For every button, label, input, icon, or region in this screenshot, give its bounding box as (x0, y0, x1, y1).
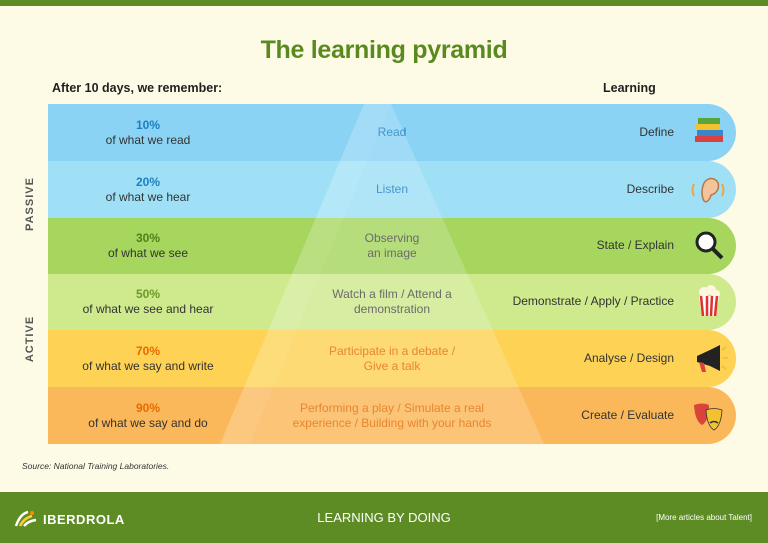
learning-outcome: Analyse / Design (583, 350, 674, 365)
magnifier-icon (686, 223, 732, 269)
megaphone-icon (686, 336, 732, 382)
row-band (48, 161, 708, 218)
retention-percent: 50% (135, 287, 161, 301)
pyramid-row: 70%of what we say and write Participate i… (48, 330, 736, 387)
pyramid-row: 50%of what we see and hear Watch a film /… (48, 274, 736, 330)
iberdrola-logo-icon (14, 510, 37, 527)
activity-line: Watch a film / Attend a (332, 287, 452, 301)
activity-text: Read (278, 125, 506, 140)
source-note: Source: National Training Laboratories. (22, 461, 170, 471)
row-band (48, 104, 708, 161)
retention-text: 30%of what we see (48, 231, 248, 261)
brand[interactable]: IBERDROLA (14, 510, 125, 528)
learning-outcome: Describe (626, 181, 674, 196)
retention-text: 10%of what we read (48, 118, 248, 148)
popcorn-icon (686, 279, 732, 325)
row-band (48, 274, 708, 330)
activity-line: an image (367, 246, 417, 260)
books-icon (686, 110, 732, 156)
page-title: The learning pyramid (260, 36, 508, 64)
row-band (48, 330, 708, 387)
activity-line: demonstration (353, 302, 431, 316)
retention-description: of what we say and write (82, 358, 214, 373)
activity-line: Performing a play / Simulate a real (299, 400, 485, 415)
row-band (48, 387, 708, 444)
passive-label: PASSIVE (24, 177, 36, 231)
retention-percent: 30% (135, 231, 161, 245)
retention-percent: 20% (135, 174, 161, 189)
pyramid-row: 10%of what we read Read Define (48, 104, 736, 161)
retention-text: 20%of what we hear (48, 175, 248, 205)
activity-line: Observing (364, 231, 420, 245)
top-strip (0, 0, 768, 6)
learning-heading: Learning (603, 81, 656, 95)
activity-line: Read (377, 125, 407, 139)
activity-text: Listen (278, 182, 506, 197)
footer: IBERDROLA LEARNING BY DOING [More articl… (0, 492, 768, 543)
brand-name: IBERDROLA (43, 511, 125, 527)
activity-line: Listen (375, 182, 409, 196)
activity-text: Participate in a debate /Give a talk (278, 344, 506, 374)
activity-line: Give a talk (363, 358, 421, 373)
retention-text: 90%of what we say and do (48, 401, 248, 431)
more-articles-link[interactable]: [More articles about Talent] (656, 513, 752, 522)
remember-heading: After 10 days, we remember: (52, 81, 223, 95)
retention-percent: 10% (135, 117, 161, 132)
theater-masks-icon (686, 393, 732, 439)
retention-text: 70%of what we say and write (48, 344, 248, 374)
learning-outcome: Define (639, 124, 674, 139)
retention-description: of what we say and do (88, 415, 208, 430)
retention-description: of what we see and hear (82, 302, 214, 316)
retention-description: of what we read (105, 132, 191, 147)
ear-icon (686, 167, 732, 213)
activity-line: experience / Building with your hands (292, 415, 492, 430)
retention-description: of what we see (107, 246, 189, 260)
learning-outcome: Demonstrate / Apply / Practice (512, 294, 674, 308)
learning-outcome: State / Explain (596, 238, 674, 252)
pyramid-row: 90%of what we say and do Performing a pla… (48, 387, 736, 444)
active-label: ACTIVE (24, 315, 36, 363)
row-band (48, 218, 708, 274)
footer-tagline: LEARNING BY DOING (317, 510, 451, 525)
learning-outcome: Create / Evaluate (581, 407, 674, 422)
activity-line: Participate in a debate / (328, 343, 456, 358)
retention-percent: 70% (135, 343, 161, 358)
retention-text: 50%of what we see and hear (48, 287, 248, 317)
retention-percent: 90% (135, 400, 161, 415)
retention-description: of what we hear (105, 189, 191, 204)
pyramid-row: 20%of what we hear Listen Describe (48, 161, 736, 218)
